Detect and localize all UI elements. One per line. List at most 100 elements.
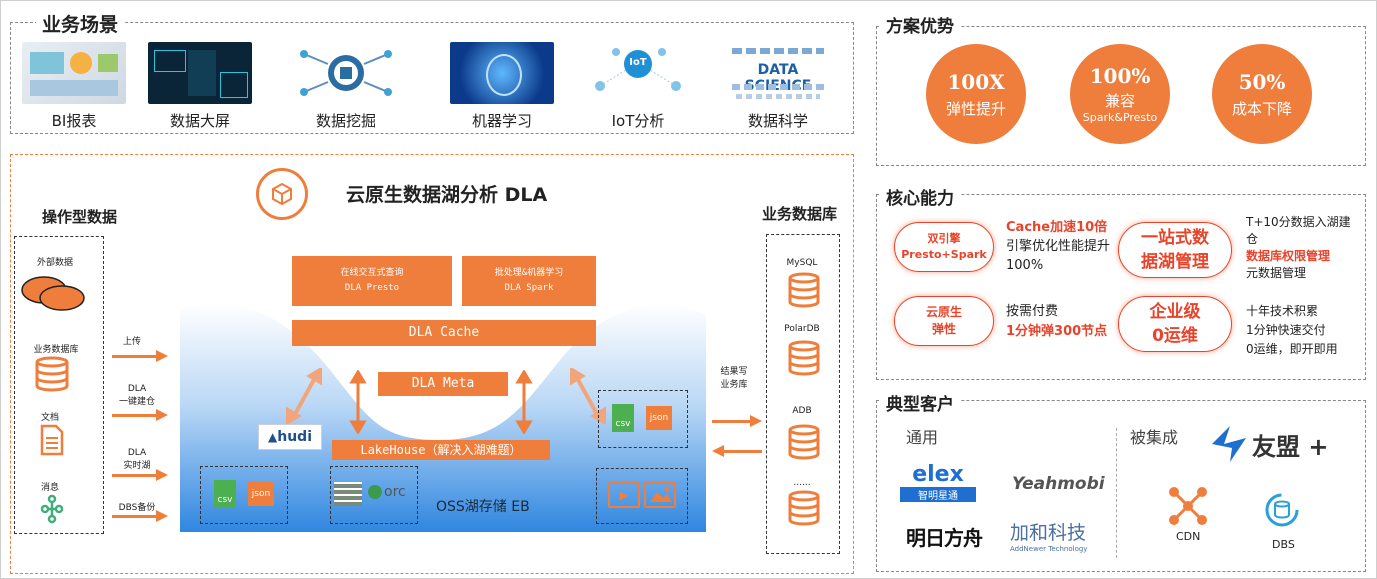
presto-box[interactable]: 在线交互式查询 DLA Presto [292, 256, 452, 306]
dbs-arrow [112, 510, 168, 522]
advantage-elastic: 100X 弹性提升 [926, 44, 1026, 144]
cdn-label: CDN [1176, 530, 1201, 543]
warehouse-arrow [112, 409, 168, 421]
cap-pill-elastic[interactable]: 云原生 弹性 [894, 296, 994, 346]
cap-pill-enterprise[interactable]: 企业级 0运维 [1118, 296, 1232, 352]
cap-line: 0运维，即开即用 [1246, 342, 1338, 356]
machine-learning-thumb [450, 42, 554, 104]
lake-files-left [200, 466, 288, 524]
big-screen-thumb [148, 42, 252, 104]
cap-lines-elastic: 按需付费 1分钟弹300节点 [1006, 302, 1107, 342]
advantage-big: 50% [1238, 69, 1286, 94]
iot-thumb: IoT [586, 42, 690, 104]
operational-data-title: 操作型数据 [42, 208, 118, 226]
lake-files-right [596, 468, 688, 524]
json-icon: json [248, 482, 274, 506]
db-more-label: ...... [793, 478, 811, 488]
yeahmobi-logo: Yeahmobi [1012, 474, 1105, 494]
jiahe-logo-sub: AddNewer Technology [1010, 545, 1088, 553]
cap-line: 仓 [1246, 232, 1259, 246]
presto-line1: 在线交互式查询 [340, 268, 404, 278]
cap-line: 按需付费 [1006, 304, 1059, 319]
advantage-compatible: 100% 兼容 Spark&Presto [1070, 44, 1170, 144]
database-icon [787, 424, 821, 460]
customers-divider [1116, 428, 1117, 558]
hudi-mountain-icon: ▲ [268, 430, 278, 444]
source-db-label: 业务数据库 [33, 345, 79, 355]
cap-line: 数据库权限管理 [1246, 249, 1331, 263]
hudi-text: hudi [277, 429, 312, 445]
data-science-thumb: DATA SCIENCE [726, 42, 830, 104]
advantage-sub2: Spark&Presto [1082, 111, 1158, 124]
advantage-sub: 成本下降 [1231, 99, 1292, 118]
csv-icon: csv [214, 480, 236, 508]
dbs-icon [1264, 492, 1300, 528]
scenario-label: 机器学习 [471, 112, 532, 130]
spark-box[interactable]: 批处理&机器学习 DLA Spark [462, 256, 596, 306]
scenario-big-screen[interactable]: 数据大屏 [146, 42, 254, 131]
cap-lines-enterprise: 十年技术积累 1分钟快速交付 0运维，即开即用 [1246, 302, 1338, 359]
youmeng-text: 友盟 + [1252, 432, 1329, 461]
advantage-sub: 弹性提升 [945, 99, 1006, 118]
mingri-logo: 明日方舟 [906, 526, 983, 550]
document-icon [40, 424, 64, 456]
business-db-box [766, 234, 840, 554]
lake-files-upper-right [598, 390, 688, 448]
cap-line: 十年技术积累 [1246, 304, 1319, 318]
dbs-label: DBS [1272, 538, 1295, 551]
integrated-label: 被集成 [1130, 428, 1179, 447]
lakehouse-box[interactable]: LakeHouse（解决入湖难题） [332, 440, 550, 460]
meta-box[interactable]: DLA Meta [378, 372, 508, 396]
advantage-big: 100% [1089, 64, 1151, 88]
scenario-data-mining[interactable]: 数据挖掘 [292, 42, 400, 131]
realtime-lake-label: DLA 实时湖 [123, 448, 151, 471]
scenario-machine-learning[interactable]: 机器学习 [448, 42, 556, 131]
scenario-iot[interactable]: IoT IoT分析 [584, 42, 692, 131]
message-queue-icon [40, 494, 64, 524]
cache-box[interactable]: DLA Cache [292, 320, 596, 346]
advantages-title: 方案优势 [880, 12, 960, 37]
data-mining-thumb [294, 42, 398, 104]
db-mysql-label: MySQL [786, 258, 818, 268]
video-icon: ▶ [608, 482, 640, 508]
database-icon [787, 490, 821, 526]
advantages-panel [876, 26, 1366, 166]
jiahe-logo: 加和科技 AddNewer Technology [1010, 518, 1102, 553]
hudi-logo: ▲ hudi [258, 424, 322, 450]
csv-icon-2: csv [612, 404, 634, 432]
general-label: 通用 [906, 428, 939, 447]
elex-logo-sub: 智明星通 [900, 487, 976, 502]
advantage-sub: 兼容 [1104, 92, 1135, 110]
one-click-warehouse-label: DLA 一键建仓 [118, 384, 155, 407]
dbs-backup-label: DBS备份 [118, 503, 156, 513]
cap-pill-dual-engine[interactable]: 双引擎 Presto+Spark [894, 222, 994, 272]
customers-title: 典型客户 [880, 390, 960, 415]
database-icon [787, 272, 821, 308]
advantage-cost: 50% 成本下降 [1212, 44, 1312, 144]
youmeng-bird-icon [1212, 426, 1246, 462]
parquet-icon [334, 482, 362, 506]
cap-line: 1分钟快速交付 [1246, 323, 1326, 337]
scenario-data-science[interactable]: DATA SCIENCE 数据科学 [724, 42, 832, 131]
orc-icon: orc [368, 484, 406, 500]
hudi-diagonal-arrow [286, 368, 322, 424]
elex-logo-text: elex [912, 462, 964, 487]
database-icon [787, 340, 821, 376]
dla-panel [10, 154, 854, 574]
write-back-arrow [712, 415, 762, 427]
scenarios-panel [10, 22, 854, 134]
meta-updown-arrows [349, 370, 533, 434]
scenario-bi-report[interactable]: BI报表 [20, 42, 128, 131]
cap-line: Cache加速10倍 [1006, 220, 1108, 235]
lake-files-center [330, 466, 418, 524]
scenarios-title: 业务场景 [36, 10, 125, 37]
advantage-big: 100X [947, 69, 1005, 94]
cap-pill-lake-mgmt[interactable]: 一站式数 据湖管理 [1118, 222, 1232, 278]
database-icon [34, 356, 70, 392]
source-external-label: 外部数据 [36, 258, 73, 268]
customers-panel [876, 400, 1366, 572]
dla-title: 云原生数据湖分析 DLA [346, 184, 548, 206]
cap-lines-dual-engine: Cache加速10倍 引擎优化性能提升 100% [1006, 218, 1110, 275]
db-adb-label: ADB [792, 406, 812, 416]
cap-line: 引擎优化性能提升 [1006, 239, 1111, 254]
